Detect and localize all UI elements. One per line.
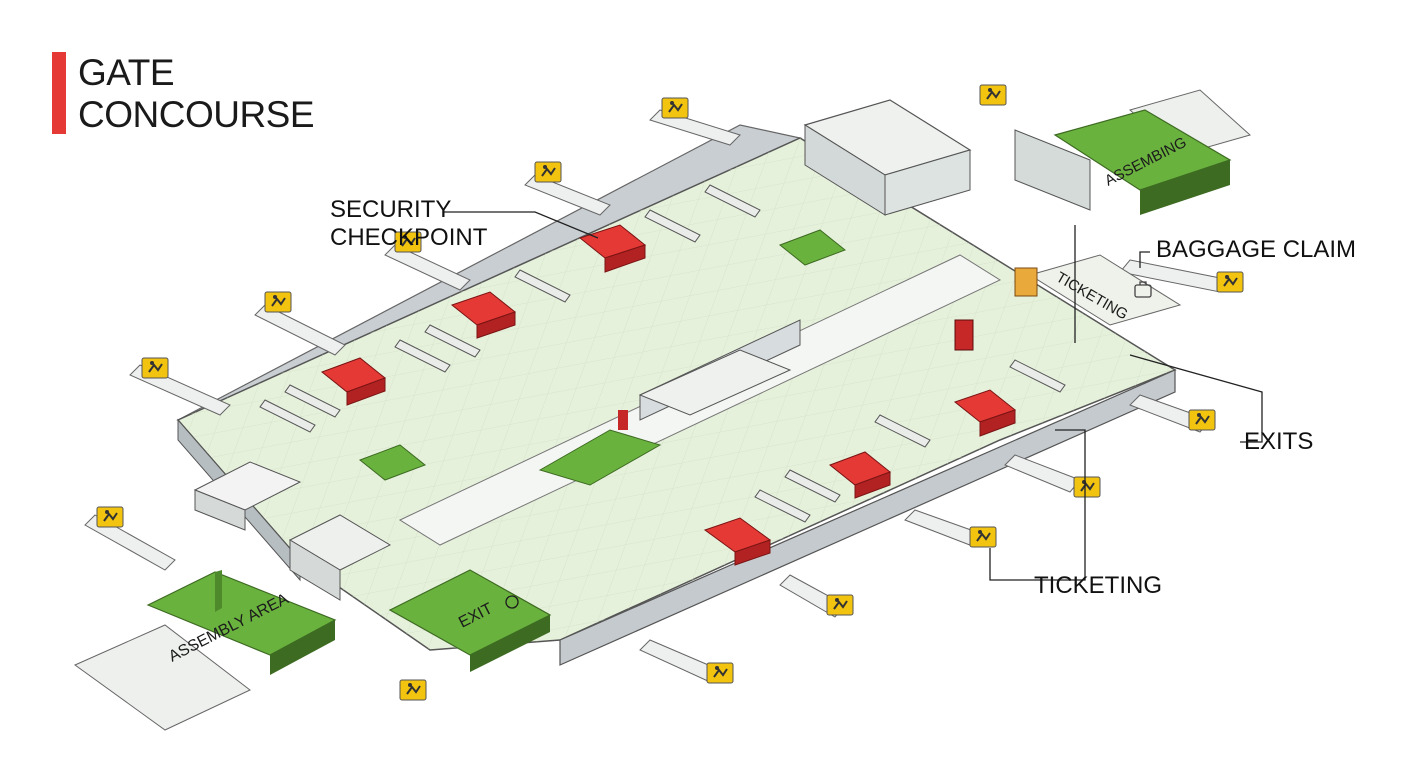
leader-lines <box>443 211 1263 581</box>
person-walking-icon <box>1216 271 1244 293</box>
assembly-area-ramp <box>74 624 251 731</box>
person-walking-icon <box>706 662 734 684</box>
person-walking-icon <box>979 84 1007 106</box>
security-line-2: CHECKPOINT <box>330 224 488 251</box>
title-accent-bar <box>52 52 66 134</box>
person-walking-icon <box>534 161 562 183</box>
green-zones <box>359 229 846 486</box>
person-walking-icon <box>264 291 292 313</box>
person-walking-icon <box>96 506 124 528</box>
ticketing-callout: TICKETING <box>1034 572 1163 599</box>
person-walking-icon <box>969 526 997 548</box>
ticketing-pad <box>1028 254 1182 326</box>
baggage-claim-callout: BAGGAGE CLAIM <box>1156 236 1357 263</box>
person-walking-icon <box>1073 476 1101 498</box>
person-walking-icon <box>826 594 854 616</box>
exits-callout: EXITS <box>1244 428 1314 455</box>
person-walking-icon <box>661 97 689 119</box>
person-walking-icon <box>1188 409 1216 431</box>
luggage-icon <box>1134 281 1152 298</box>
exit-icon <box>505 595 519 609</box>
security-line-1: SECURITY <box>330 196 452 223</box>
page-title: GATE CONCOURSE <box>78 52 315 136</box>
person-walking-icon <box>399 679 427 701</box>
red-counters <box>320 224 1017 566</box>
seating-rows <box>259 184 1066 523</box>
front-wall <box>559 369 1176 666</box>
title-line-2: CONCOURSE <box>78 94 315 135</box>
person-walking-icon <box>141 357 169 379</box>
title-line-1: GATE <box>78 52 175 93</box>
security-checkpoint-callout: SECURITY CHECKPOINT <box>330 196 487 252</box>
